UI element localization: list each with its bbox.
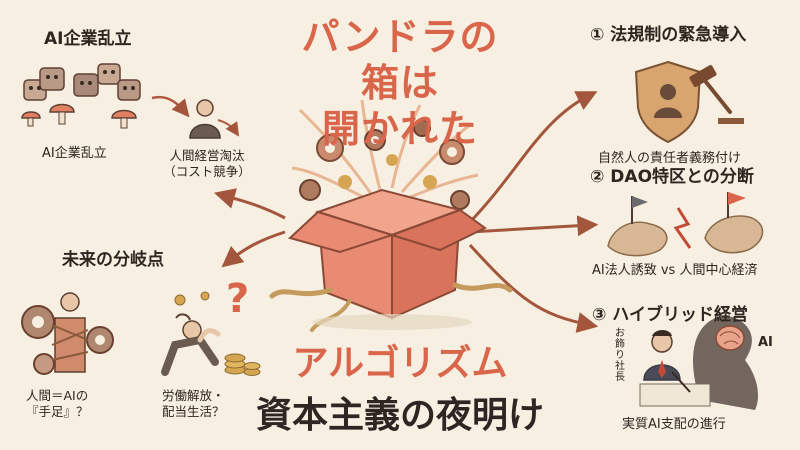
manager-caption-line2: （コスト競争） bbox=[163, 164, 251, 179]
tied-person-icon bbox=[21, 292, 114, 375]
left-top-heading: AI企業乱立 bbox=[44, 29, 132, 49]
main-title-line2: 開かれた bbox=[321, 107, 478, 151]
tied-caption-line2: 『手足』？ bbox=[26, 404, 89, 419]
pandora-box-icon bbox=[269, 188, 513, 332]
coins-icon bbox=[174, 291, 261, 376]
tied-caption: 人間＝AIの 『手足』？ bbox=[26, 388, 89, 420]
item3-caption: 実質AI支配の進行 bbox=[622, 417, 726, 432]
robots-icon bbox=[21, 63, 141, 129]
arrow-right-middle bbox=[469, 215, 599, 237]
vertical-char: 社 bbox=[615, 361, 625, 372]
item3-vertical-label: お 飾 り 社 長 bbox=[614, 328, 626, 383]
arrow-left-bottom bbox=[221, 230, 286, 268]
relax-caption-line2: 配当生活？ bbox=[162, 404, 225, 419]
main-title: パンドラの箱は 開かれた bbox=[290, 14, 510, 152]
relax-caption: 労働解放・ 配当生活？ bbox=[162, 388, 225, 420]
shield-gavel-icon bbox=[634, 60, 744, 144]
tied-caption-line1: 人間＝AIの bbox=[26, 388, 89, 403]
item1-caption: 自然人の責任者義務付け bbox=[598, 151, 742, 166]
arrow-left-top bbox=[213, 188, 286, 220]
vertical-char: り bbox=[615, 350, 625, 361]
item3-heading: ③ ハイブリッド経営 bbox=[592, 305, 748, 325]
arrow-right-bottom bbox=[468, 243, 599, 333]
gear-icon bbox=[299, 119, 470, 210]
item1-heading: ① 法規制の緊急導入 bbox=[590, 25, 747, 45]
subtitle-line2: 資本主義の夜明け bbox=[255, 395, 544, 436]
manager-caption-line1: 人間経営淘汰 bbox=[169, 148, 245, 163]
item3-ai-label: AI bbox=[758, 335, 773, 350]
main-title-line1: パンドラの箱は bbox=[301, 15, 499, 105]
manager-caption: 人間経営淘汰 （コスト競争） bbox=[162, 148, 252, 180]
subtitle: アルゴリズム 資本主義の夜明け bbox=[240, 334, 560, 438]
left-bottom-heading: 未来の分岐点 bbox=[62, 250, 164, 270]
vertical-char: お bbox=[615, 328, 625, 339]
item2-caption: AI法人誘致 vs 人間中心経済 bbox=[592, 263, 758, 278]
islands-icon bbox=[607, 192, 764, 257]
arrow-robots-to-manager bbox=[151, 95, 190, 118]
question-mark: ? bbox=[226, 276, 250, 322]
manager-icon bbox=[189, 99, 240, 139]
vertical-char: 飾 bbox=[615, 339, 625, 350]
item2-heading: ② DAO特区との分断 bbox=[590, 167, 754, 187]
vertical-char: 長 bbox=[615, 372, 625, 383]
subtitle-line1: アルゴリズム bbox=[292, 343, 508, 384]
arrow-right-top bbox=[468, 91, 598, 224]
robots-caption: AI企業乱立 bbox=[42, 146, 107, 161]
ceo-with-ai-icon bbox=[639, 316, 758, 410]
relaxing-person-icon bbox=[161, 313, 221, 376]
relax-caption-line1: 労働解放・ bbox=[162, 388, 225, 403]
